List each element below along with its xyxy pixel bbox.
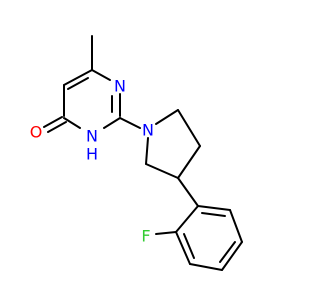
bond-c-f: [155, 231, 177, 235]
bond-ph-c5-c6: [229, 209, 243, 243]
bond-ch2-right-ch: [177, 145, 201, 179]
bond-ph-inner-2: [219, 241, 236, 263]
bond-c6-c5-double-inner: [67, 77, 89, 90]
bond-ph-inner-3: [201, 212, 226, 217]
bond-ph-c1-c2: [175, 205, 199, 233]
bond-n3-c6: [91, 69, 111, 81]
atom-n-pyrrolidine: N: [142, 121, 154, 140]
bond-c6-c5-double: [63, 69, 93, 86]
bond-ph-c2-c3: [175, 231, 191, 265]
bond-ph-inner-1: [183, 233, 195, 259]
bonds: [43, 35, 243, 271]
bond-ph-c4-c5: [221, 241, 243, 271]
atom-o: O: [30, 123, 43, 142]
bond-c4-o-double-2: [47, 121, 67, 133]
bond-c4-o-double: [43, 116, 63, 128]
atom-h-on-n: H: [86, 145, 98, 164]
atom-f: F: [141, 227, 150, 246]
bond-ph-c3-c4: [189, 263, 223, 271]
atom-n-ring-h: N: [86, 127, 98, 146]
atom-labels: O N N H N F: [30, 77, 154, 246]
bond-ch-ch2-left: [145, 163, 179, 179]
bond-ch2-top-ch2-right: [177, 109, 201, 147]
bond-nh-c2: [103, 117, 121, 129]
bond-c2-npyr: [119, 117, 141, 129]
bond-ph-c6-c1: [197, 205, 231, 211]
bond-ch-phenyl: [177, 177, 199, 207]
bond-c4-nh: [63, 117, 81, 129]
bond-ch2-left-npyr: [145, 137, 149, 165]
bond-npyr-ch2-top: [155, 109, 179, 125]
atom-n-ring-top: N: [114, 77, 126, 96]
molecule-structure: O N N H N F: [30, 35, 243, 271]
